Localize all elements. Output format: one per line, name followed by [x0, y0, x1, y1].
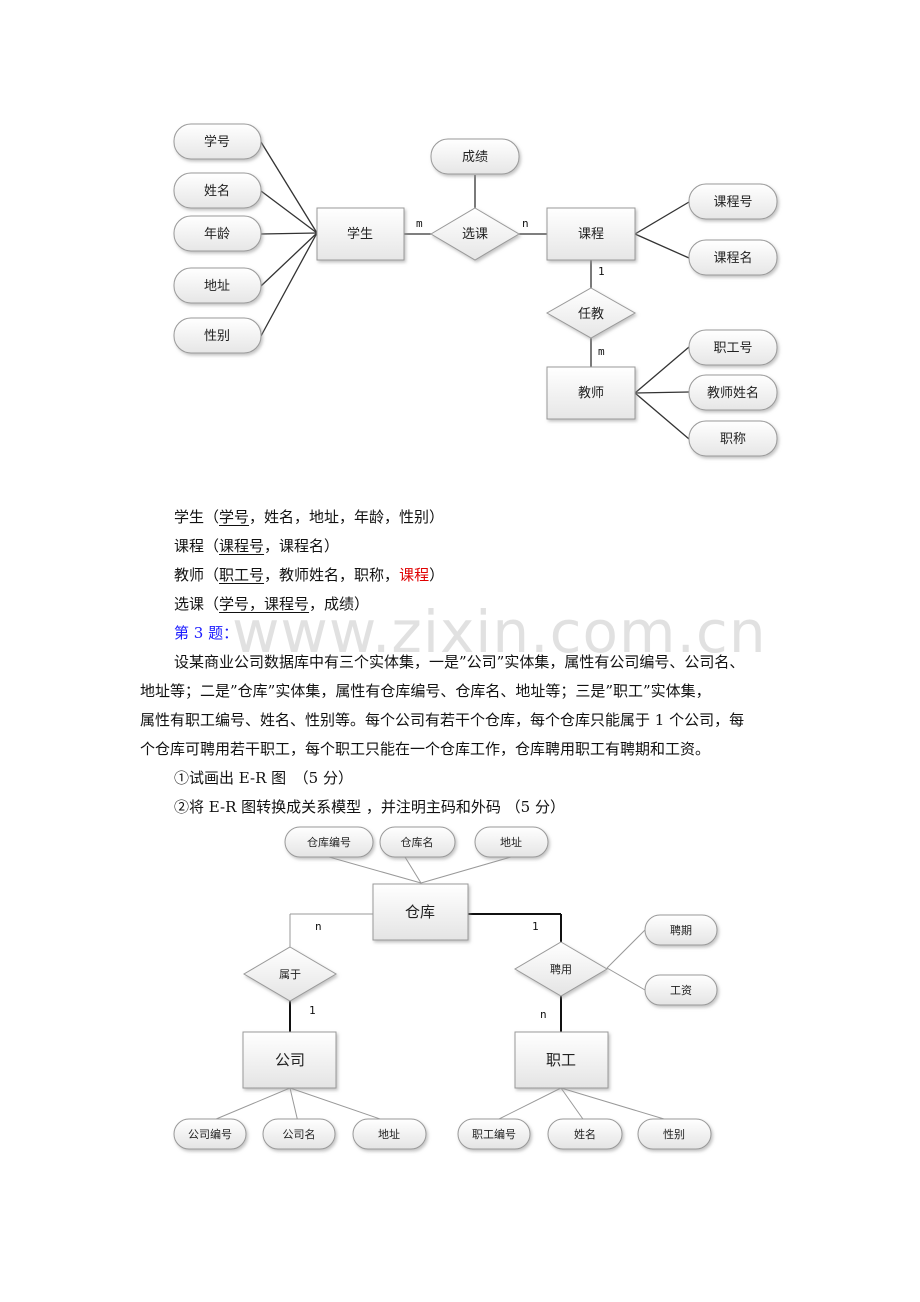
svg-text:地址: 地址 [378, 1127, 400, 1141]
relation-teacher: 教师（职工号，教师姓名，职称，课程） [174, 566, 445, 584]
staff-attributes: 职工编号 姓名 性别 [457, 1118, 712, 1150]
svg-text:性别: 性别 [663, 1127, 685, 1141]
svg-text:地址: 地址 [204, 279, 230, 294]
attr-staff-gender: 性别 [637, 1118, 712, 1150]
attr-course-name: 课程名 [688, 239, 778, 276]
svg-text:仓库名: 仓库名 [401, 835, 434, 849]
attr-grade: 成绩 [430, 138, 520, 175]
svg-text:成绩: 成绩 [462, 150, 488, 165]
question-line-2: 地址等；二是”仓库”实体集，属性有仓库编号、仓库名、地址等；三是”职工”实体集， [140, 682, 711, 700]
er2-attr-connectors [208, 856, 675, 1123]
student-attributes: 学号 姓名 年龄 地址 性别 [173, 123, 262, 354]
relationship-teach: 任教 [545, 287, 637, 339]
cardinality-n-staff: n [540, 1008, 547, 1021]
attr-title: 职称 [688, 420, 778, 457]
svg-text:公司: 公司 [275, 1051, 305, 1069]
svg-text:姓名: 姓名 [574, 1127, 596, 1141]
attr-staff-number: 职工编号 [457, 1118, 531, 1150]
entity-company: 公司 [242, 1031, 337, 1089]
relationship-belong: 属于 [243, 946, 337, 1002]
svg-text:工资: 工资 [670, 984, 692, 997]
svg-text:职工编号: 职工编号 [472, 1127, 516, 1141]
svg-text:性别: 性别 [204, 329, 230, 344]
entity-warehouse: 仓库 [372, 883, 469, 941]
svg-text:选课: 选课 [462, 227, 488, 242]
svg-text:课程: 课程 [578, 227, 604, 242]
attr-staff-id: 职工号 [688, 329, 778, 366]
attr-student-name: 姓名 [173, 172, 262, 209]
cardinality-1-company: 1 [309, 1004, 316, 1017]
cardinality-m-student: m [416, 217, 423, 230]
attr-staff-name: 姓名 [547, 1118, 623, 1150]
teacher-attributes: 职工号 教师姓名 职称 [688, 329, 778, 457]
question-line-1: 设某商业公司数据库中有三个实体集，一是”公司”实体集，属性有公司编号、公司名、 [174, 653, 745, 671]
attr-student-age: 年龄 [173, 215, 262, 252]
relation-select: 选课（学号，课程号，成绩） [174, 595, 370, 613]
er-diagram-student-course: 学号 姓名 年龄 地址 性别 学生 成绩 选课 课程 [173, 123, 778, 457]
svg-text:仓库: 仓库 [405, 903, 435, 921]
attr-term: 聘期 [644, 914, 718, 946]
er-diagram-company-warehouse: 仓库编号 仓库名 地址 仓库 属于 聘用 聘期 工资 [173, 826, 718, 1150]
er2-rel-connectors [289, 913, 562, 1032]
cardinality-1-warehouse-hire: 1 [532, 920, 539, 933]
attr-company-name: 公司名 [262, 1118, 336, 1150]
entity-teacher: 教师 [546, 366, 636, 420]
cardinality-n-warehouse-belong: n [315, 920, 322, 933]
task-2: ②将 E-R 图转换成关系模型 ，并注明主码和外码 （5 分） [174, 798, 565, 816]
svg-text:教师: 教师 [578, 385, 604, 401]
question-line-4: 个仓库可聘用若干职工，每个职工只能在一个仓库工作，仓库聘用职工有聘期和工资。 [140, 740, 711, 758]
svg-text:教师姓名: 教师姓名 [707, 385, 759, 401]
question-line-3: 属性有职工编号、姓名、性别等。每个公司有若干个仓库，每个仓库只能属于 1 个公司… [140, 711, 745, 729]
svg-text:地址: 地址 [500, 835, 522, 849]
attr-warehouse-name: 仓库名 [379, 826, 456, 858]
hire-attributes: 聘期 工资 [644, 914, 718, 1006]
attr-salary: 工资 [644, 974, 718, 1006]
entity-staff: 职工 [514, 1031, 609, 1089]
relation-course: 课程（课程号，课程名） [174, 537, 340, 555]
task-1: ①试画出 E-R 图 （5 分） [174, 769, 353, 787]
svg-text:职工: 职工 [546, 1051, 576, 1069]
entity-student: 学生 [316, 207, 405, 261]
svg-text:职称: 职称 [720, 432, 746, 447]
svg-text:公司名: 公司名 [283, 1127, 316, 1141]
svg-text:课程名: 课程名 [713, 250, 752, 266]
attr-student-gender: 性别 [173, 317, 262, 354]
relation-student: 学生（学号，姓名，地址，年龄，性别） [174, 508, 445, 526]
watermark: www.zixin.com.cn [232, 598, 767, 666]
attr-teacher-name: 教师姓名 [688, 374, 778, 411]
relationship-select: 选课 [430, 207, 520, 261]
relationship-hire: 聘用 [514, 941, 608, 997]
attr-course-id: 课程号 [688, 183, 778, 220]
svg-text:年龄: 年龄 [204, 227, 230, 242]
foreign-key-course: 课程 [399, 566, 430, 584]
attr-company-address: 地址 [352, 1118, 427, 1150]
svg-text:姓名: 姓名 [204, 183, 230, 199]
cardinality-1-course: 1 [598, 265, 605, 278]
question-title: 第 3 题： [174, 624, 239, 642]
svg-text:职工号: 职工号 [713, 341, 752, 356]
svg-text:聘用: 聘用 [550, 962, 572, 976]
svg-text:课程号: 课程号 [713, 195, 752, 210]
attr-student-id: 学号 [173, 123, 262, 160]
svg-text:聘期: 聘期 [670, 923, 692, 937]
warehouse-attributes: 仓库编号 仓库名 地址 [284, 826, 549, 858]
svg-text:属于: 属于 [279, 968, 301, 981]
er1-connectors [260, 141, 690, 440]
course-attributes: 课程号 课程名 [688, 183, 778, 276]
attr-company-id: 公司编号 [173, 1118, 247, 1150]
svg-text:仓库编号: 仓库编号 [307, 835, 351, 849]
entity-course: 课程 [546, 207, 636, 261]
attr-warehouse-address: 地址 [474, 826, 549, 858]
cardinality-m-teacher: m [598, 345, 605, 358]
svg-text:公司编号: 公司编号 [188, 1127, 232, 1141]
company-attributes: 公司编号 公司名 地址 [173, 1118, 427, 1150]
svg-text:学生: 学生 [347, 226, 373, 242]
svg-text:学号: 学号 [204, 134, 230, 150]
cardinality-n-course: n [522, 217, 529, 230]
attr-student-address: 地址 [173, 267, 262, 304]
attr-warehouse-id: 仓库编号 [284, 826, 374, 858]
svg-text:任教: 任教 [578, 306, 604, 322]
